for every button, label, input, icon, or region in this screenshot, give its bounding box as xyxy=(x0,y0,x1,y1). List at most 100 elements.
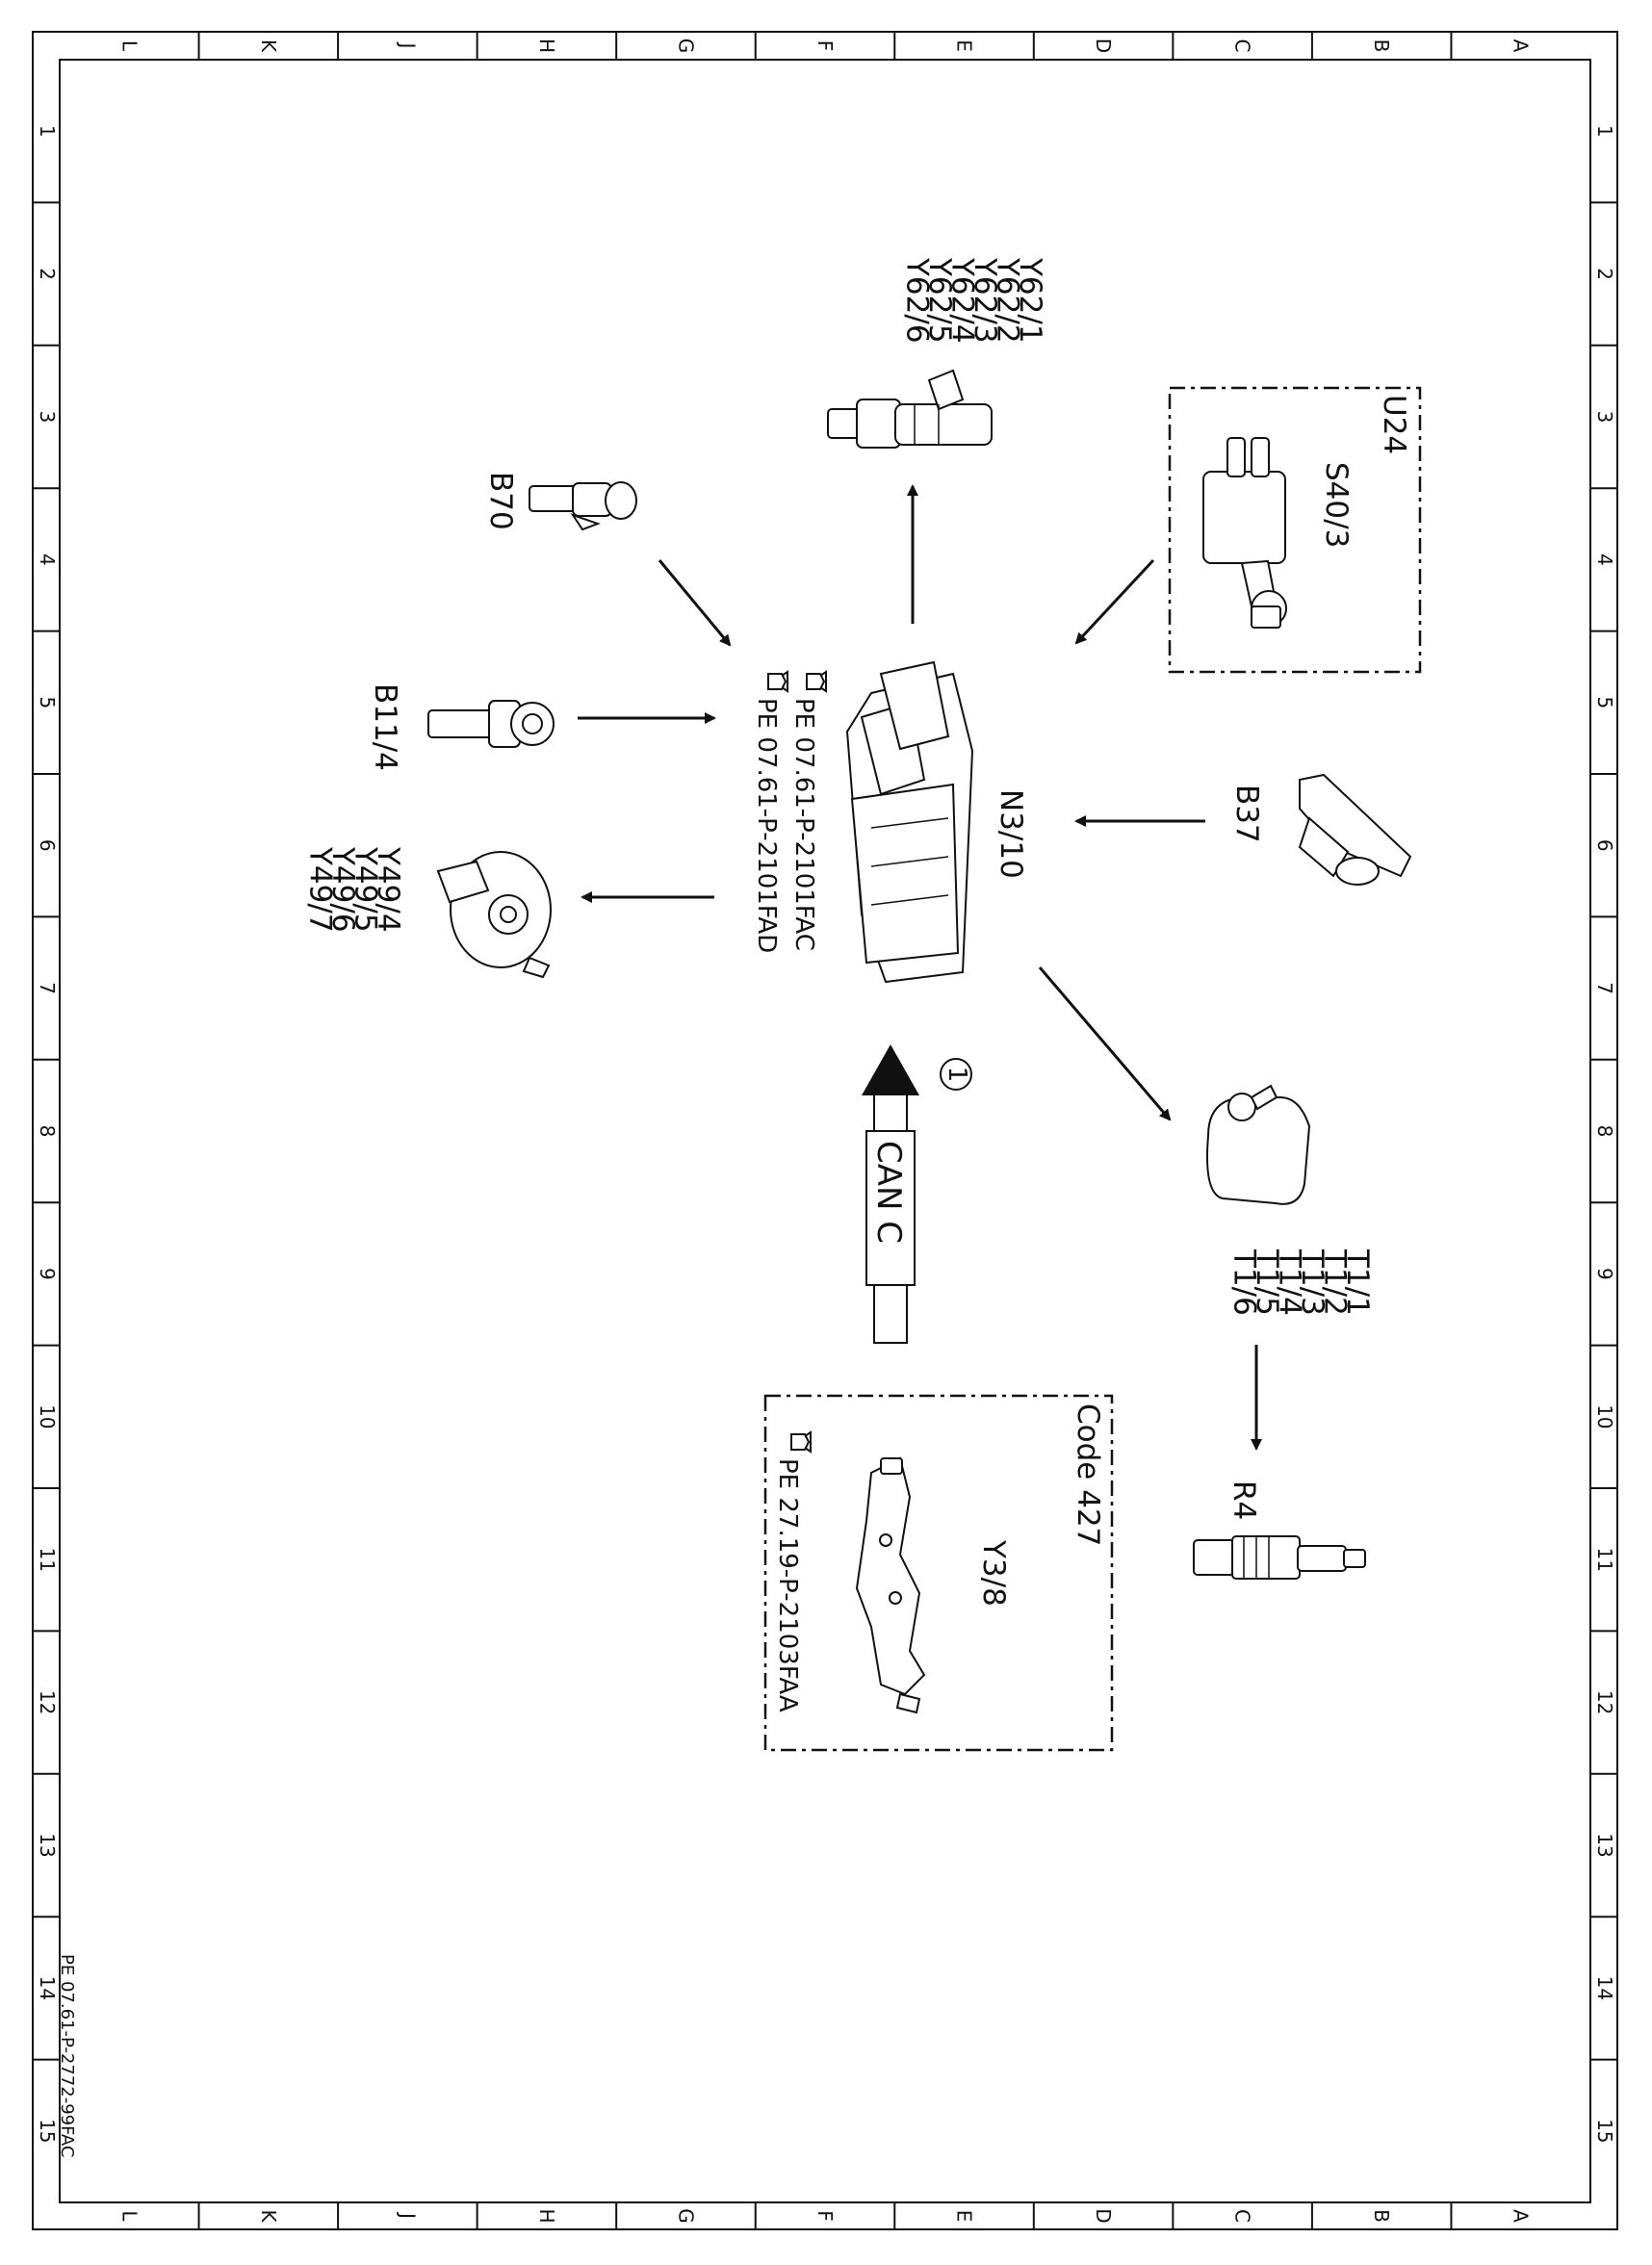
injector-label: Y62/4 xyxy=(945,257,980,344)
code-box-label: Code 427 xyxy=(1071,1403,1105,1546)
reference-hand-icon xyxy=(806,670,827,693)
brake-light-switch-label: S40/3 xyxy=(1319,462,1354,548)
zone-letter-top: A xyxy=(1510,39,1533,53)
ecu-illustration xyxy=(845,660,974,984)
zone-number-left: 11 xyxy=(36,1547,59,1571)
injector-label: Y62/5 xyxy=(922,257,957,344)
zone-letter-bottom: H xyxy=(535,2208,558,2223)
zone-letter-top: C xyxy=(1231,39,1254,53)
zone-letter-top: D xyxy=(1092,39,1115,53)
transmission-control-reference[interactable]: PE 27.19-P-2103FAA xyxy=(773,1458,802,1712)
zone-number-left: 15 xyxy=(36,2119,59,2143)
code-427-dashed-box xyxy=(763,1394,1114,1752)
zone-number-left: 8 xyxy=(36,1125,59,1138)
zone-letter-top: J xyxy=(396,41,419,49)
zone-letter-top: L xyxy=(117,40,141,52)
u24-box-label: U24 xyxy=(1377,395,1411,454)
zone-letter-bottom: F xyxy=(813,2210,837,2222)
zone-number-right: 11 xyxy=(1593,1547,1616,1571)
zone-number-left: 4 xyxy=(36,553,59,566)
signal-arrows xyxy=(578,484,1262,1451)
zone-letter-top: E xyxy=(953,39,976,52)
camshaft-sensor-illustration xyxy=(529,481,637,531)
zone-letter-top: B xyxy=(1370,39,1393,53)
zone-number-right: 13 xyxy=(1593,1833,1616,1857)
ignition-coil-illustration xyxy=(1206,1084,1311,1205)
camshaft-adjuster-label: Y49/7 xyxy=(303,846,338,933)
zone-number-left: 13 xyxy=(36,1833,59,1857)
pedal-sensor-illustration xyxy=(1298,773,1412,886)
ignition-coil-label: T1/4 xyxy=(1273,1248,1307,1316)
zone-letter-bottom: E xyxy=(953,2210,976,2223)
u24-dashed-box xyxy=(1168,386,1422,674)
coolant-sensor-illustration xyxy=(427,700,555,748)
zone-number-left: 6 xyxy=(36,839,59,852)
zone-number-right: 3 xyxy=(1593,411,1616,424)
zone-letter-bottom: D xyxy=(1092,2208,1115,2223)
transmission-control-label: Y3/8 xyxy=(976,1539,1011,1607)
zone-number-left: 9 xyxy=(36,1268,59,1280)
zone-letter-bottom: B xyxy=(1370,2209,1393,2223)
camshaft-sensor-label: B70 xyxy=(483,472,518,530)
ignition-coil-label: T1/5 xyxy=(1250,1248,1284,1316)
zone-number-right: 9 xyxy=(1593,1268,1616,1280)
ignition-coil-label: T1/2 xyxy=(1318,1248,1353,1316)
zone-number-right: 8 xyxy=(1593,1125,1616,1138)
zone-number-right: 2 xyxy=(1593,268,1616,280)
zone-number-left: 2 xyxy=(36,268,59,280)
zone-number-left: 12 xyxy=(36,1690,59,1714)
zone-number-right: 12 xyxy=(1593,1690,1616,1714)
can-bus-label: CAN C xyxy=(869,1141,908,1244)
zone-number-right: 15 xyxy=(1593,2119,1616,2143)
spark-plug-illustration xyxy=(1193,1535,1366,1580)
valve-body-illustration xyxy=(855,1456,926,1714)
zone-number-right: 1 xyxy=(1593,125,1616,138)
ignition-coil-label: T1/1 xyxy=(1340,1248,1375,1316)
zone-letter-top: G xyxy=(674,39,697,54)
callout-number: 1 xyxy=(942,1067,971,1083)
zone-letter-top: H xyxy=(535,39,558,53)
ecu-reference-2[interactable]: PE 07.61-P-2101FAD xyxy=(752,698,781,953)
ignition-coil-label: T1/6 xyxy=(1227,1248,1262,1316)
zone-number-left: 3 xyxy=(36,411,59,424)
zone-number-right: 7 xyxy=(1593,982,1616,994)
zone-number-left: 1 xyxy=(36,125,59,138)
zone-number-right: 5 xyxy=(1593,696,1616,708)
zone-number-right: 14 xyxy=(1593,1976,1616,2000)
brake-light-switch-illustration xyxy=(1202,437,1287,629)
camshaft-adjuster-label: Y49/5 xyxy=(348,846,383,933)
callout-circle xyxy=(940,1058,972,1091)
zone-letter-top: F xyxy=(813,40,837,52)
zone-letter-bottom: L xyxy=(117,2210,141,2222)
zone-number-right: 4 xyxy=(1593,553,1616,566)
camshaft-adjuster-label: Y49/4 xyxy=(371,846,405,933)
camshaft-adjuster-illustration xyxy=(436,851,552,979)
pedal-sensor-label: B37 xyxy=(1229,785,1264,843)
ignition-coil-label: T1/3 xyxy=(1295,1248,1329,1316)
injector-label: Y62/3 xyxy=(968,257,1002,344)
zone-number-left: 7 xyxy=(36,982,59,994)
zone-letter-top: K xyxy=(257,39,280,53)
ecu-reference-1[interactable]: PE 07.61-P-2101FAC xyxy=(789,698,818,951)
spark-plug-label: R4 xyxy=(1226,1480,1261,1520)
fuel-injector-illustration xyxy=(827,369,993,449)
can-bus-connector xyxy=(862,1044,919,1344)
zone-number-right: 10 xyxy=(1593,1404,1616,1428)
injector-label: Y62/2 xyxy=(991,257,1025,344)
zone-letter-bottom: K xyxy=(257,2209,280,2223)
drawing-code: PE 07.61-P-2772-99FAC xyxy=(57,1954,77,2157)
injector-label: Y62/1 xyxy=(1013,257,1047,344)
zone-number-right: 6 xyxy=(1593,839,1616,852)
zone-letter-bottom: C xyxy=(1231,2209,1254,2223)
zone-number-left: 14 xyxy=(36,1976,59,2000)
zone-number-left: 5 xyxy=(36,696,59,708)
injector-label: Y62/6 xyxy=(900,257,935,344)
zone-letter-bottom: G xyxy=(674,2208,697,2224)
zone-letter-bottom: J xyxy=(396,2211,419,2219)
ecu-label: N3/10 xyxy=(994,789,1028,879)
zone-letter-bottom: A xyxy=(1510,2209,1533,2223)
camshaft-adjuster-label: Y49/6 xyxy=(325,846,360,933)
reference-hand-icon xyxy=(767,670,788,693)
